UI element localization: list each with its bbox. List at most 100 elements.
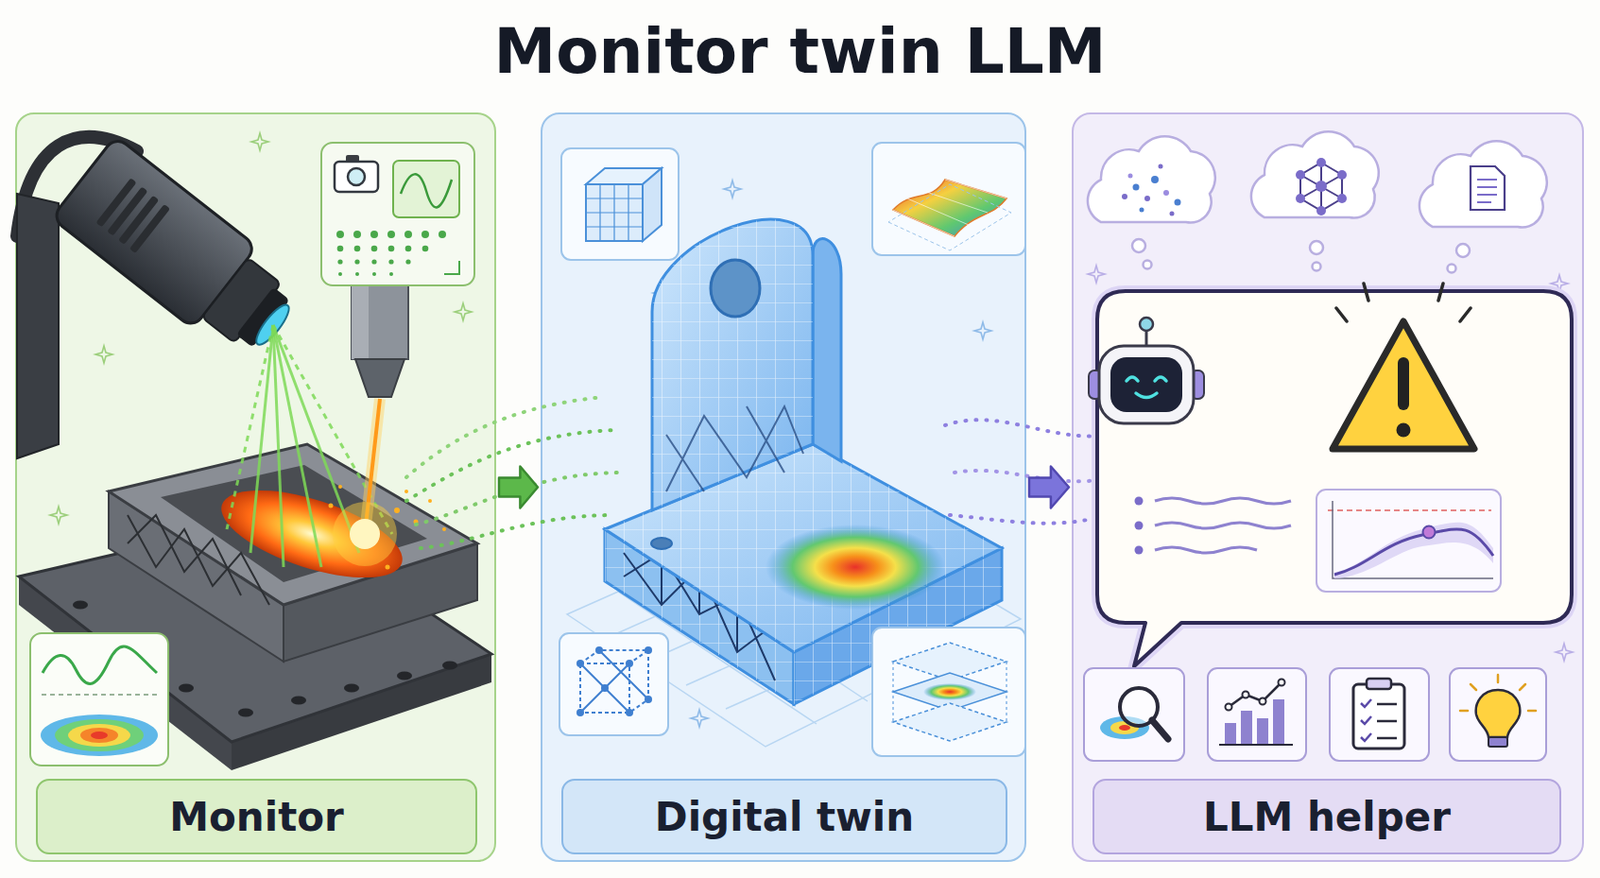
document-icon <box>1470 166 1505 210</box>
melt-glow <box>338 484 343 489</box>
sensor-inset <box>372 272 377 276</box>
network-icon <box>1316 157 1326 168</box>
sensor-inset <box>353 230 362 239</box>
camera <box>129 204 171 254</box>
sensor-inset <box>321 142 475 286</box>
sensor-inset <box>438 230 447 239</box>
checklist-tile <box>1376 704 1397 739</box>
scatter-icon <box>1144 195 1151 202</box>
sensor-inset <box>421 230 430 239</box>
data-stream <box>945 419 1116 523</box>
sensor-inset <box>336 230 447 276</box>
thought-cloud <box>1419 140 1548 227</box>
sensor-inset <box>389 272 394 276</box>
trend-chart <box>1316 489 1501 592</box>
sensor-inset <box>370 230 379 239</box>
scatter-icon <box>1169 211 1175 217</box>
twin-bracket <box>651 537 672 550</box>
twin-bracket <box>652 219 813 511</box>
melt-glow <box>428 498 432 503</box>
mesh-tile <box>561 148 679 260</box>
robot-face <box>1110 357 1183 413</box>
lattice-tile <box>576 646 653 717</box>
sensor-inset <box>371 258 377 264</box>
sensor-inset <box>337 245 345 253</box>
scatter-icon <box>1163 189 1170 196</box>
signal-inset <box>68 723 131 747</box>
lattice-tile <box>580 650 649 713</box>
heatmap-tile <box>893 179 1007 237</box>
robot-face <box>1088 317 1205 424</box>
layers-tile <box>893 703 1007 741</box>
bar-chart-tile <box>1240 710 1253 744</box>
sparkle <box>95 345 113 363</box>
mesh-tile <box>585 184 643 241</box>
sensor-inset <box>355 272 360 276</box>
bar-chart-tile <box>1278 679 1286 687</box>
trend-chart <box>1423 526 1436 539</box>
answer-lines <box>1135 497 1292 555</box>
lattice-tile <box>576 659 585 668</box>
layers-tile <box>893 661 1007 723</box>
laser-nozzle <box>351 283 369 360</box>
twin-bracket <box>666 406 804 492</box>
robot-arm <box>17 193 59 459</box>
bar-chart-tile <box>1225 679 1286 711</box>
melt-glow <box>332 501 397 567</box>
melt-glow <box>442 527 447 532</box>
answer-lines <box>1135 546 1144 555</box>
stage-label: Monitor <box>35 778 478 855</box>
printed-part <box>211 472 413 596</box>
melt-glow <box>385 565 391 570</box>
layers-tile <box>872 627 1026 757</box>
thought-cloud <box>1143 260 1153 270</box>
heatmap-tile <box>888 184 1012 251</box>
trend-chart <box>1334 522 1494 579</box>
speech-bubble <box>1097 291 1572 667</box>
lattice-tile <box>580 650 649 713</box>
idea-tile <box>1449 668 1547 761</box>
lattice-tile <box>644 646 653 654</box>
warning-sign <box>1332 321 1475 449</box>
search-tile <box>1083 668 1185 761</box>
network-icon <box>1295 157 1347 216</box>
bar-chart-tile <box>1273 699 1285 744</box>
scatter-icon <box>1151 175 1159 184</box>
answer-lines <box>1154 522 1291 529</box>
warning-sign <box>1332 283 1475 449</box>
bar-chart-tile <box>1207 668 1307 761</box>
scatter-icon <box>1133 184 1140 191</box>
build-plate <box>396 671 413 681</box>
warning-sign <box>1336 283 1471 322</box>
sensor-inset <box>404 230 413 239</box>
checklist-tile <box>1366 678 1392 689</box>
search-tile <box>1118 724 1131 731</box>
build-plate <box>178 684 194 693</box>
heatmap-tile <box>893 179 1007 237</box>
sensor-inset <box>338 272 343 276</box>
idea-tile <box>1460 674 1536 711</box>
diagram-title: Monitor twin LLM <box>0 0 1600 106</box>
twin-bracket <box>812 239 842 462</box>
bar-chart-tile <box>1207 668 1307 761</box>
bar-chart-tile <box>1225 704 1233 711</box>
camera-beams <box>250 325 274 553</box>
lattice-tile <box>559 633 669 736</box>
document-icon <box>1470 166 1505 210</box>
trend-chart <box>1316 489 1501 592</box>
network-icon <box>1337 193 1347 204</box>
answer-lines <box>1154 547 1257 553</box>
sensor-inset <box>393 160 460 218</box>
signal-inset <box>90 731 108 740</box>
bar-chart-tile <box>1224 722 1237 744</box>
camera-beams <box>273 325 322 568</box>
document-icon <box>1477 179 1497 203</box>
thought-cloud <box>1132 239 1146 253</box>
sparkle <box>1087 265 1105 283</box>
lattice-tile <box>559 633 669 736</box>
build-plate <box>291 696 307 706</box>
trend-chart <box>1334 529 1494 575</box>
laser-nozzle <box>355 359 405 397</box>
warning-sign <box>1396 423 1411 438</box>
